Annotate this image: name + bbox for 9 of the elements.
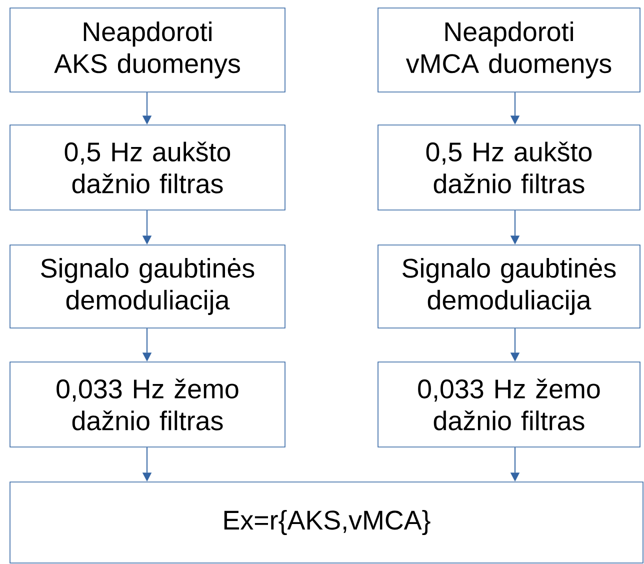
process-box: Neapdoroti AKS duomenys: [10, 8, 286, 92]
process-box: 0,033 Hz žemo dažnio filtras: [378, 362, 640, 448]
process-box: Ex=r{AKS,vMCA}: [10, 482, 644, 564]
process-box: Signalo gaubtinės demoduliacija: [378, 244, 640, 328]
process-box: 0,5 Hz aukšto dažnio filtras: [10, 124, 286, 210]
process-box: Signalo gaubtinės demoduliacija: [10, 244, 286, 328]
process-box: Neapdoroti vMCA duomenys: [378, 8, 640, 92]
process-box: 0,033 Hz žemo dažnio filtras: [10, 362, 286, 448]
process-box: 0,5 Hz aukšto dažnio filtras: [378, 124, 640, 210]
